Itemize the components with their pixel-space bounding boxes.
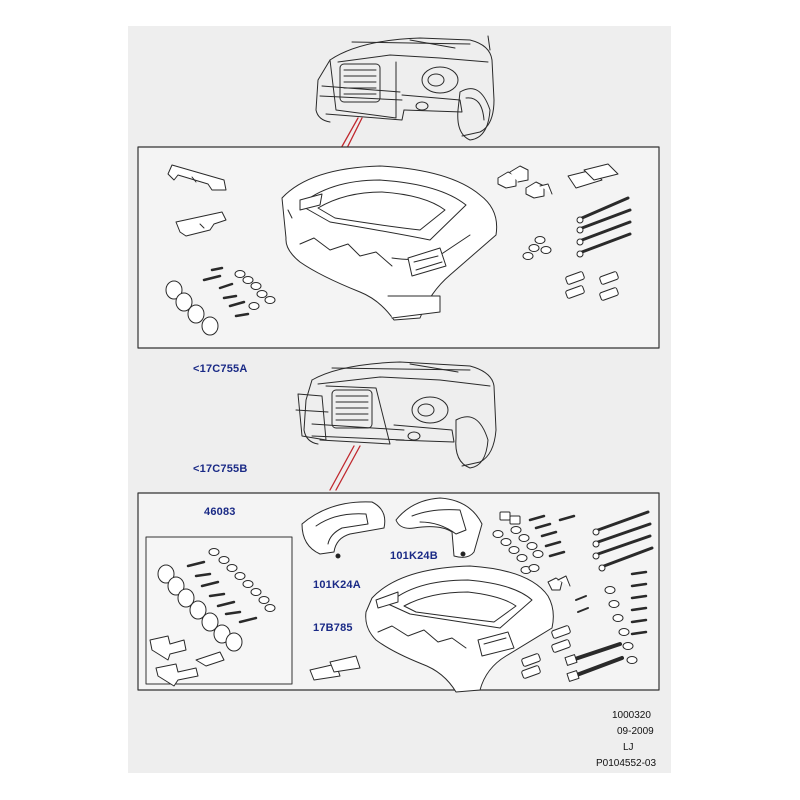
- leader-line-middle: [329, 445, 361, 491]
- fixing-kit-contents: [149, 548, 276, 687]
- upper-mounting-brackets: [167, 164, 227, 237]
- upper-clips: [497, 165, 553, 199]
- right-trim-piece: [395, 497, 483, 558]
- callout-upper-kit-ref[interactable]: <17C755A: [193, 363, 248, 375]
- upper-bumper-guard: [281, 165, 498, 321]
- vehicle-front-illustration-top: [315, 35, 495, 141]
- callout-left-trim[interactable]: 101K24A: [313, 579, 361, 591]
- callout-right-trim[interactable]: 101K24B: [390, 550, 438, 562]
- lower-small-bolts-column: [604, 570, 648, 664]
- callout-lower-kit-ref[interactable]: <17C755B: [193, 463, 248, 475]
- part-reference: P0104552-03: [596, 758, 657, 769]
- lower-bumper-guard: [365, 565, 554, 693]
- vehicle-front-illustration-middle: [295, 361, 497, 469]
- callout-pads[interactable]: 17B785: [313, 622, 353, 634]
- callout-fixing-kit[interactable]: 46083: [204, 506, 236, 518]
- left-trim-piece: [301, 501, 386, 555]
- drawing-number: 1000320: [612, 710, 651, 721]
- lower-nuts-and-screws: [492, 511, 589, 613]
- lower-long-bolts: [592, 510, 654, 572]
- upper-pads: [567, 163, 619, 189]
- drawing-initials: LJ: [623, 742, 634, 753]
- lower-pads: [309, 655, 361, 681]
- left-trim-marker: [335, 553, 341, 559]
- lower-spacers: [521, 625, 571, 679]
- upper-long-bolts: [576, 196, 632, 258]
- right-trim-marker: [460, 551, 466, 557]
- upper-nuts: [522, 236, 552, 260]
- upper-spacers: [565, 271, 619, 301]
- upper-caps-and-fixings: [165, 266, 276, 336]
- lower-cable-ties: [564, 642, 624, 682]
- leader-line-top: [339, 117, 363, 151]
- drawing-date: 09-2009: [617, 726, 654, 737]
